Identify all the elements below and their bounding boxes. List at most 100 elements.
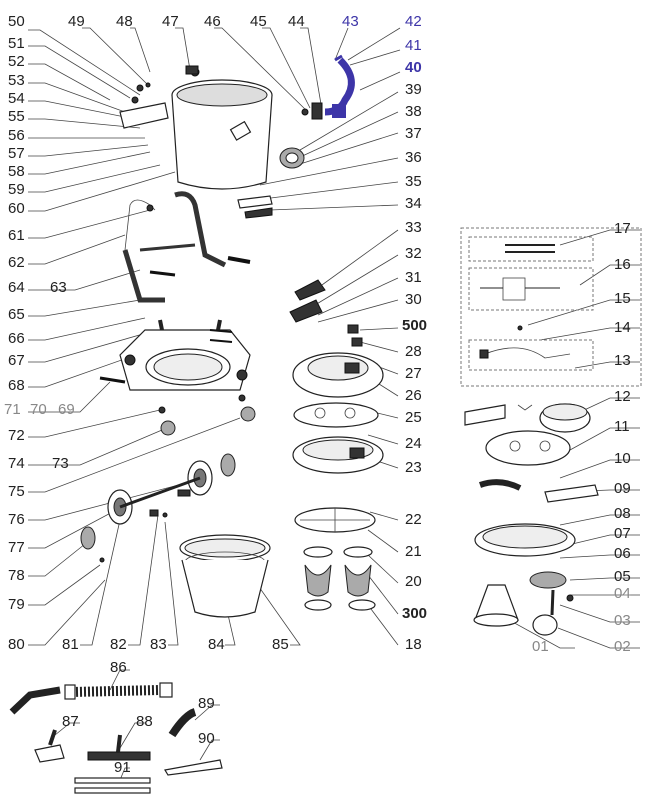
leader-lines <box>28 27 640 781</box>
label-58: 58 <box>8 163 25 180</box>
label-11: 11 <box>614 418 630 435</box>
label-05: 05 <box>614 568 631 585</box>
dirt-bucket-illustration <box>179 534 271 618</box>
label-300: 300 <box>402 605 428 622</box>
label-04: 04 <box>614 585 631 602</box>
label-62: 62 <box>8 254 25 271</box>
inlet-hose-illustration <box>301 54 355 120</box>
label-80: 80 <box>8 636 25 653</box>
label-84: 84 <box>208 636 225 653</box>
label-36: 36 <box>405 149 422 166</box>
label-49: 49 <box>68 13 85 30</box>
accessories-illustration <box>9 682 223 794</box>
label-30: 30 <box>405 291 422 308</box>
label-72: 72 <box>8 427 25 444</box>
label-60: 60 <box>8 200 25 217</box>
label-65: 65 <box>8 306 25 323</box>
label-10: 10 <box>614 450 631 467</box>
label-08: 08 <box>614 505 631 522</box>
label-28: 28 <box>405 343 422 360</box>
label-85: 85 <box>272 636 289 653</box>
label-69: 69 <box>58 401 75 418</box>
label-23: 23 <box>405 459 422 476</box>
trolley-base-illustration <box>99 319 251 391</box>
label-66: 66 <box>8 330 25 347</box>
push-handle-illustration <box>122 191 251 303</box>
label-67: 67 <box>8 352 25 369</box>
label-31: 31 <box>405 269 422 286</box>
label-20: 20 <box>405 573 422 590</box>
label-35: 35 <box>405 173 422 190</box>
wheels-illustration <box>80 394 256 563</box>
label-40: 40 <box>405 59 422 76</box>
label-90: 90 <box>198 730 215 747</box>
label-51: 51 <box>8 35 25 52</box>
label-73: 73 <box>52 455 69 472</box>
label-47: 47 <box>162 13 179 30</box>
label-37: 37 <box>405 125 422 142</box>
label-82: 82 <box>110 636 127 653</box>
label-02: 02 <box>614 638 631 655</box>
label-48: 48 <box>116 13 133 30</box>
label-09: 09 <box>614 480 631 497</box>
coupling-illustration <box>237 147 305 219</box>
label-12: 12 <box>614 388 631 405</box>
label-78: 78 <box>8 567 25 584</box>
label-88: 88 <box>136 713 153 730</box>
label-91: 91 <box>114 759 131 776</box>
label-15: 15 <box>614 290 631 307</box>
label-14: 14 <box>614 319 631 336</box>
label-16: 16 <box>614 256 631 273</box>
label-38: 38 <box>405 103 422 120</box>
label-71: 71 <box>4 401 21 418</box>
label-54: 54 <box>8 90 25 107</box>
label-57: 57 <box>8 145 25 162</box>
label-81: 81 <box>62 636 79 653</box>
label-33: 33 <box>405 219 422 236</box>
label-74: 74 <box>8 455 25 472</box>
main-tank-illustration <box>119 65 273 190</box>
label-27: 27 <box>405 365 422 382</box>
label-55: 55 <box>8 108 25 125</box>
label-86: 86 <box>110 659 127 676</box>
label-87: 87 <box>62 713 79 730</box>
label-21: 21 <box>405 543 422 560</box>
label-13: 13 <box>614 352 631 369</box>
cable-kit-box-illustration <box>460 227 642 387</box>
label-22: 22 <box>405 511 422 528</box>
label-64: 64 <box>8 279 25 296</box>
label-45: 45 <box>250 13 267 30</box>
label-07: 07 <box>614 525 631 542</box>
label-34: 34 <box>405 195 422 212</box>
label-26: 26 <box>405 387 422 404</box>
label-56: 56 <box>8 127 25 144</box>
label-500: 500 <box>402 317 428 334</box>
label-06: 06 <box>614 545 631 562</box>
label-75: 75 <box>8 483 25 500</box>
label-32: 32 <box>405 245 422 262</box>
label-59: 59 <box>8 181 25 198</box>
label-43: 43 <box>342 13 359 30</box>
label-25: 25 <box>405 409 422 426</box>
label-52: 52 <box>8 53 25 70</box>
label-41: 41 <box>405 37 422 54</box>
label-01: 01 <box>532 638 549 655</box>
label-46: 46 <box>204 13 221 30</box>
label-83: 83 <box>150 636 167 653</box>
label-68: 68 <box>8 377 25 394</box>
label-89: 89 <box>198 695 215 712</box>
label-03: 03 <box>614 612 631 629</box>
label-53: 53 <box>8 72 25 89</box>
label-17: 17 <box>614 220 631 237</box>
label-24: 24 <box>405 435 422 452</box>
label-39: 39 <box>405 81 422 98</box>
motor-head-stack-illustration <box>289 279 384 611</box>
label-63: 63 <box>50 279 67 296</box>
blower-head-illustration <box>464 403 599 636</box>
label-61: 61 <box>8 227 25 244</box>
label-76: 76 <box>8 511 25 528</box>
label-79: 79 <box>8 596 25 613</box>
label-42: 42 <box>405 13 422 30</box>
